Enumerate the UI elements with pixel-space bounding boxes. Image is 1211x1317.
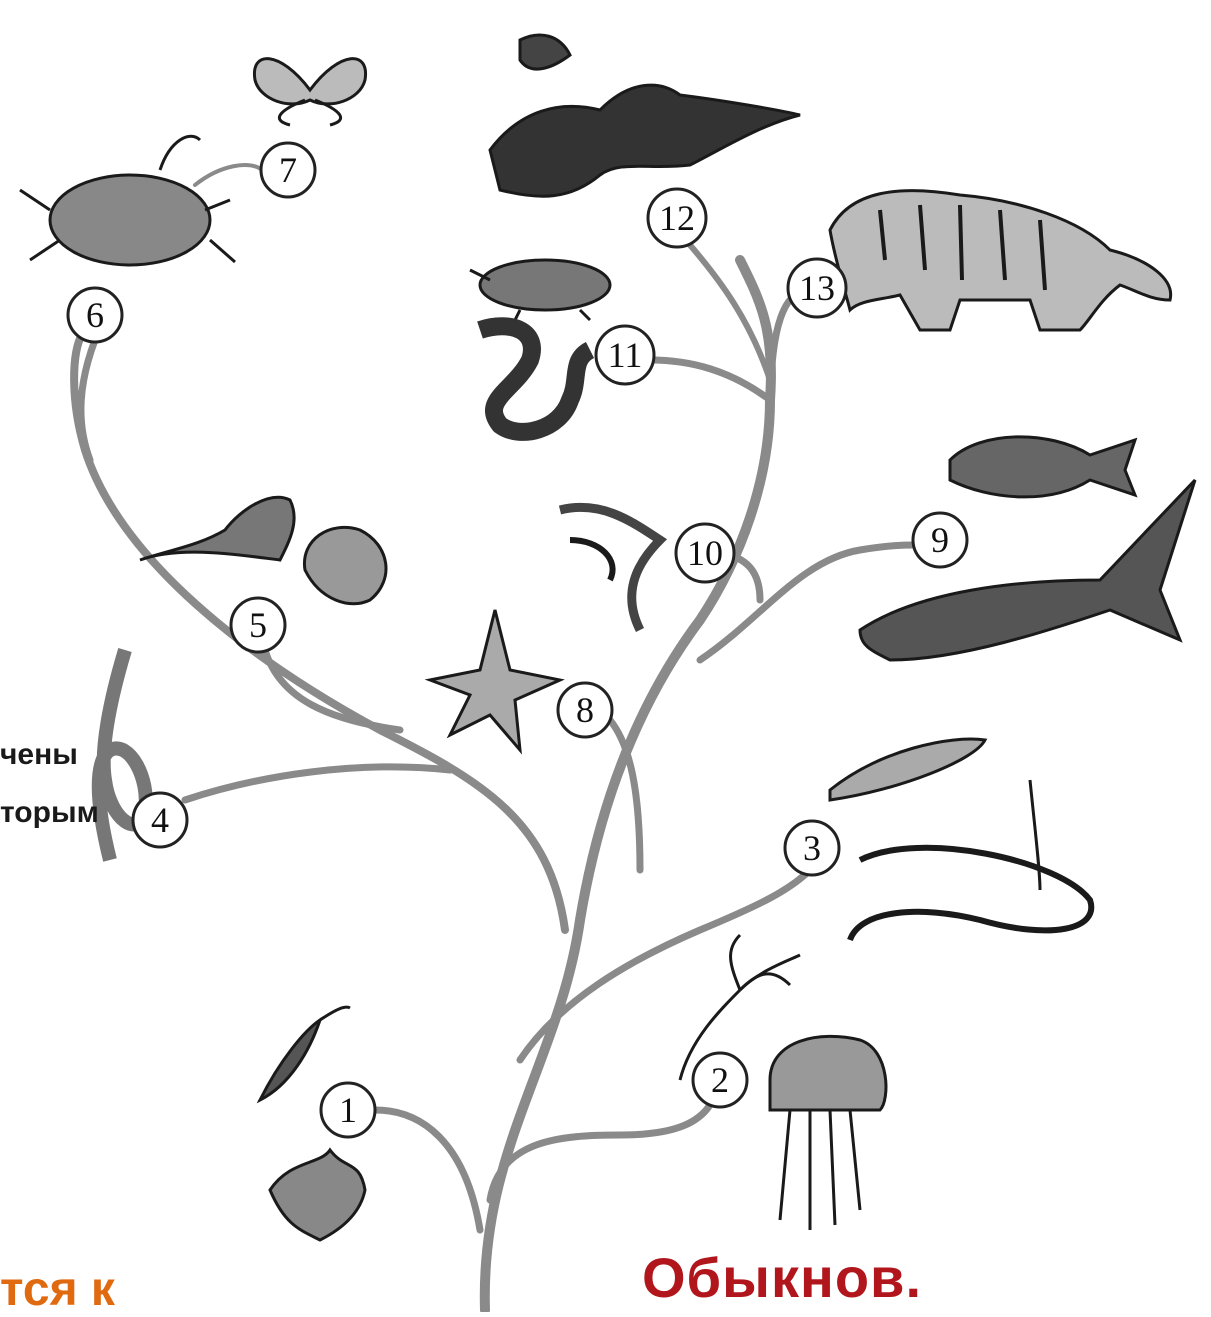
- text-fragment-bottom-left: тся к: [0, 1262, 115, 1317]
- node-label: 6: [86, 295, 104, 335]
- butterfly-icon: [254, 59, 365, 125]
- branch-4: [185, 767, 450, 800]
- jellyfish-icon: [770, 1036, 886, 1230]
- tiger-icon: [830, 191, 1171, 330]
- amoeba-icon: [270, 1150, 365, 1240]
- node-label: 7: [279, 150, 297, 190]
- node-2: 2: [693, 1053, 747, 1107]
- node-6: 6: [68, 288, 122, 342]
- perch-icon: [950, 437, 1135, 497]
- snake-icon: [480, 326, 590, 432]
- branch-6: [81, 340, 95, 460]
- node-label: 12: [659, 198, 695, 238]
- node-label: 13: [799, 268, 835, 308]
- node-13: 13: [788, 259, 846, 317]
- node-10: 10: [676, 524, 734, 582]
- node-8: 8: [558, 683, 612, 737]
- shark-icon: [860, 480, 1195, 660]
- crab-icon: [20, 136, 235, 265]
- node-9: 9: [913, 513, 967, 567]
- branch-7: [195, 165, 262, 185]
- node-label: 2: [711, 1060, 729, 1100]
- flatworm-icon: [830, 739, 985, 800]
- frog-newt-icon: [560, 507, 660, 630]
- node-4: 4: [133, 793, 187, 847]
- node-11: 11: [596, 326, 654, 384]
- node-label: 3: [803, 828, 821, 868]
- branch-11: [650, 360, 770, 400]
- starfish-icon: [430, 610, 560, 750]
- text-fragment-left-1: чены: [0, 738, 78, 772]
- node-label: 9: [931, 520, 949, 560]
- text-fragment-bottom-right: Обыкнов.: [642, 1245, 922, 1310]
- node-label: 1: [339, 1090, 357, 1130]
- node-1: 1: [321, 1083, 375, 1137]
- node-label: 10: [687, 533, 723, 573]
- node-7: 7: [261, 143, 315, 197]
- node-3: 3: [785, 821, 839, 875]
- node-5: 5: [231, 598, 285, 652]
- scallop-icon: [304, 527, 386, 603]
- node-label: 8: [576, 690, 594, 730]
- branch-3: [520, 870, 810, 1060]
- branch-5: [265, 650, 400, 730]
- text-fragment-left-2: торым: [0, 796, 99, 830]
- node-label: 5: [249, 605, 267, 645]
- node-label: 4: [151, 800, 169, 840]
- animal-drawings: [20, 35, 1195, 1240]
- branch-1: [375, 1110, 480, 1230]
- snail-icon: [140, 497, 294, 560]
- node-label: 11: [608, 335, 643, 375]
- roundworm-icon: [850, 780, 1091, 940]
- turtle-icon: [470, 260, 610, 320]
- eagle-icon: [490, 35, 800, 196]
- node-12: 12: [648, 189, 706, 247]
